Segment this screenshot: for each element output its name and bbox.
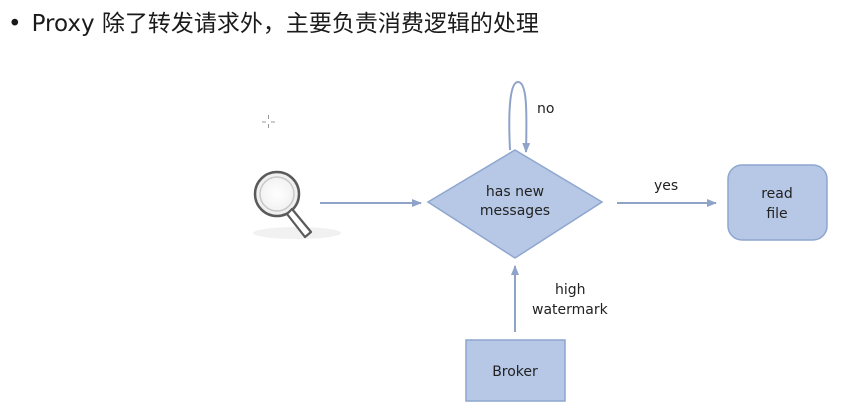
broker-label: Broker	[492, 364, 538, 380]
bullet-point: •	[8, 11, 22, 37]
heading-text: Proxy 除了转发请求外，主要负责消费逻辑的处理	[31, 11, 539, 37]
broker-box	[465, 339, 566, 402]
decision-label-line1: has new	[486, 184, 544, 200]
arrow-no-loop	[508, 80, 531, 153]
label-no: no	[537, 101, 554, 117]
crosshair-icon	[262, 115, 275, 128]
decision-diamond	[426, 149, 604, 259]
read-file-label-line1: read	[761, 186, 793, 202]
label-yes: yes	[654, 178, 678, 194]
label-watermark: watermark	[532, 302, 609, 318]
read-file-label-line2: file	[766, 206, 787, 222]
read-file-box	[727, 164, 828, 241]
slide-heading: • Proxy 除了转发请求外，主要负责消费逻辑的处理	[8, 8, 539, 40]
label-high: high	[555, 282, 586, 298]
decision-label-line2: messages	[480, 203, 550, 219]
magnifier-icon	[253, 170, 341, 239]
